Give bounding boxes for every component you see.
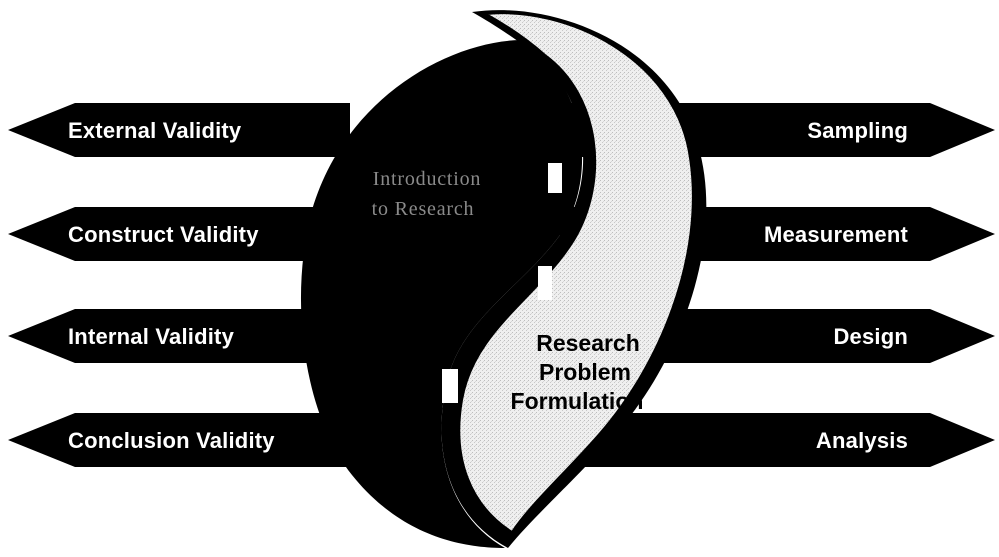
yin-yang-centerpiece [282, 10, 707, 549]
light-teardrop [458, 12, 694, 534]
label-sampling: Sampling [807, 118, 908, 143]
left-arrow-construct-validity [8, 207, 350, 261]
center-labels: Introduction to Research Research Proble… [372, 168, 644, 414]
label-measurement: Measurement [764, 222, 909, 247]
label-analysis: Analysis [816, 428, 908, 453]
label-external-validity: External Validity [68, 118, 242, 143]
notch-3 [442, 369, 458, 403]
notch-2 [538, 266, 552, 300]
right-arrow-analysis [560, 413, 995, 467]
dark-label-line2: to Research [372, 198, 475, 220]
notch-4 [282, 265, 296, 297]
right-labels: Sampling Measurement Design Analysis [764, 118, 909, 453]
label-design: Design [833, 324, 908, 349]
left-arrows [8, 103, 350, 467]
left-arrow-external-validity [8, 103, 350, 157]
label-internal-validity: Internal Validity [68, 324, 235, 349]
left-arrow-internal-validity [8, 309, 350, 363]
left-labels: External Validity Construct Validity Int… [68, 118, 275, 453]
dark-label-line1: Introduction [373, 168, 481, 190]
light-label-line2: Problem [539, 359, 631, 385]
left-arrow-conclusion-validity [8, 413, 350, 467]
label-construct-validity: Construct Validity [68, 222, 259, 247]
light-label-line1: Research [536, 330, 640, 356]
notch-1 [548, 163, 562, 193]
dark-teardrop [300, 40, 583, 548]
light-label-line3: Formulation [511, 388, 644, 414]
label-conclusion-validity: Conclusion Validity [68, 428, 275, 453]
